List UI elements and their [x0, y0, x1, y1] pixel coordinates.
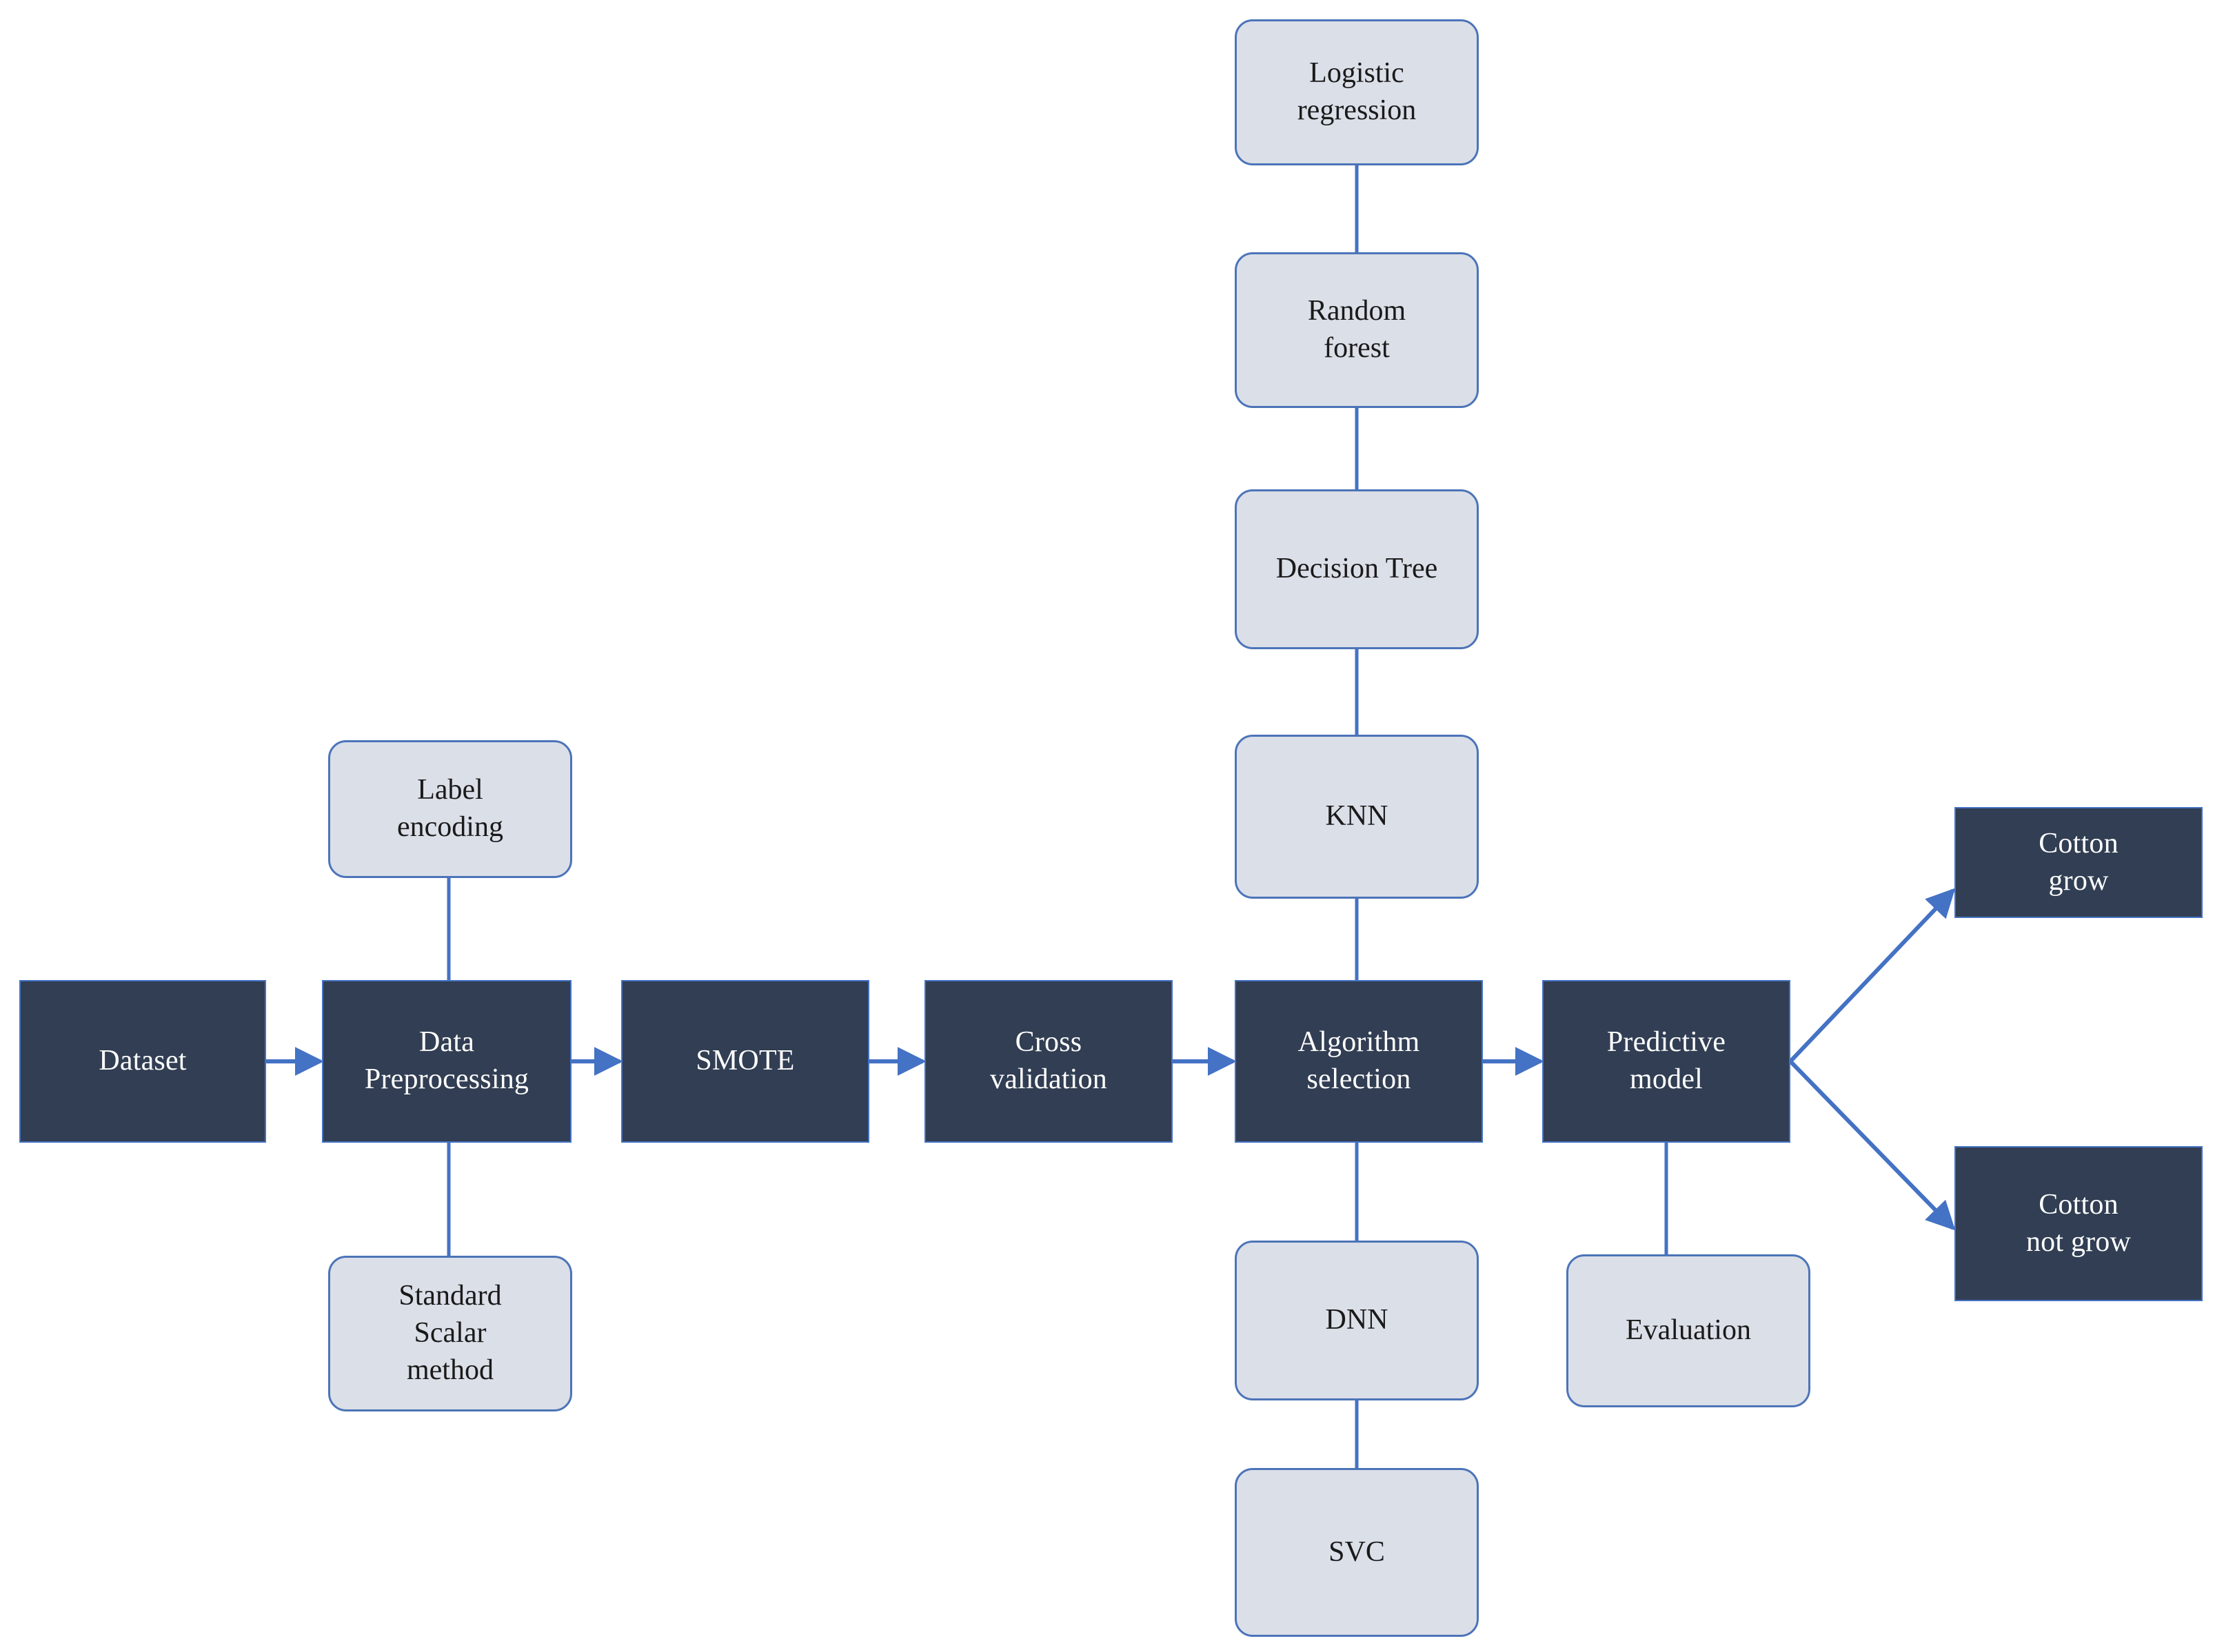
- node-label-cotton-not-grow: Cotton not grow: [2025, 1188, 2132, 1258]
- node-label-svc: SVC: [1328, 1536, 1385, 1568]
- node-label-dnn: DNN: [1325, 1304, 1388, 1336]
- node-smote[interactable]: SMOTE: [621, 980, 869, 1143]
- node-decision-tree[interactable]: Decision Tree: [1235, 489, 1479, 649]
- node-label-standard-scalar: Standard Scalar method: [398, 1280, 502, 1386]
- node-label-algorithm-selection: Algorithm selection: [1297, 1026, 1420, 1095]
- node-label-data-preprocessing: Data Preprocessing: [364, 1026, 529, 1095]
- node-evaluation[interactable]: Evaluation: [1566, 1254, 1810, 1407]
- node-dnn[interactable]: DNN: [1235, 1241, 1479, 1400]
- node-label-cotton-grow: Cotton grow: [2039, 827, 2119, 897]
- node-data-preprocessing[interactable]: Data Preprocessing: [322, 980, 572, 1143]
- connector-predictive-to-cotton-not-grow: [1788, 1059, 1956, 1231]
- node-label-label-encoding: Label encoding: [397, 774, 503, 843]
- node-knn[interactable]: KNN: [1235, 735, 1479, 899]
- node-predictive-model[interactable]: Predictive model: [1542, 980, 1790, 1143]
- node-random-forest[interactable]: Random forest: [1235, 252, 1479, 408]
- node-cross-validation[interactable]: Cross validation: [924, 980, 1173, 1143]
- node-svc[interactable]: SVC: [1235, 1468, 1479, 1637]
- node-label-knn: KNN: [1325, 800, 1388, 833]
- node-cotton-grow[interactable]: Cotton grow: [1954, 807, 2203, 918]
- node-cotton-not-grow[interactable]: Cotton not grow: [1954, 1146, 2203, 1301]
- node-label-cross-validation: Cross validation: [990, 1026, 1107, 1095]
- node-label-logistic-regression: Logistic regression: [1297, 57, 1417, 126]
- node-algorithm-selection[interactable]: Algorithm selection: [1235, 980, 1483, 1143]
- node-label-evaluation: Evaluation: [1626, 1314, 1751, 1347]
- node-label-smote: SMOTE: [696, 1045, 795, 1077]
- connector-predictive-to-cotton-grow: [1788, 888, 1956, 1063]
- node-label-dataset: Dataset: [99, 1045, 187, 1077]
- node-label-predictive-model: Predictive model: [1606, 1026, 1726, 1095]
- node-dataset[interactable]: Dataset: [19, 980, 266, 1143]
- node-standard-scalar[interactable]: Standard Scalar method: [328, 1256, 572, 1411]
- node-logistic-regression[interactable]: Logistic regression: [1235, 19, 1479, 165]
- node-label-random-forest: Random forest: [1307, 295, 1406, 364]
- node-label-encoding[interactable]: Label encoding: [328, 740, 572, 878]
- node-label-decision-tree: Decision Tree: [1275, 553, 1438, 585]
